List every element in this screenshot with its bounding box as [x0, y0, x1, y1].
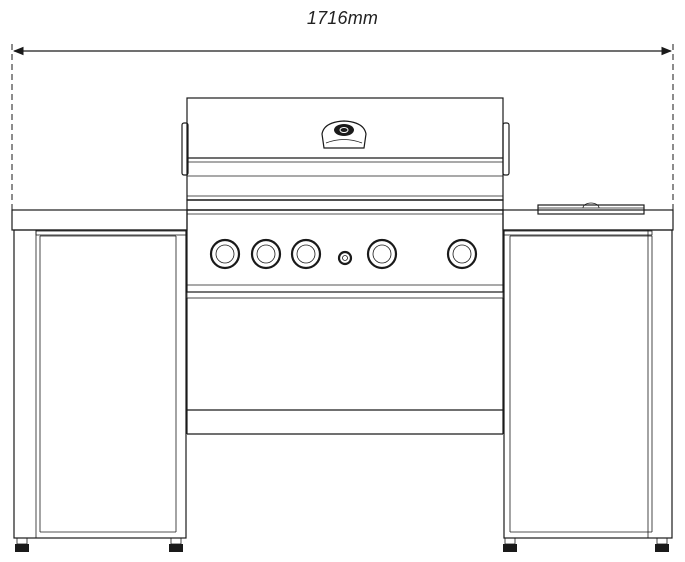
width-dimension-label: 1716mm: [306, 8, 379, 28]
control-knob-5: [446, 238, 478, 270]
countertop: [11, 209, 674, 231]
temperature-gauge: [321, 120, 367, 149]
control-panel: [186, 199, 504, 293]
control-knob-2: [250, 238, 282, 270]
grill-hood: [186, 97, 504, 201]
control-knob-4: [366, 238, 398, 270]
left-cabinet-feet: [15, 537, 183, 552]
left-cabinet: [13, 229, 187, 539]
control-knob-3: [290, 238, 322, 270]
control-knob-1: [209, 238, 241, 270]
right-cabinet: [503, 229, 673, 539]
grill-cart-body: [186, 291, 504, 435]
side-burner-lid: [537, 202, 645, 215]
hood-side-hinges: [181, 122, 510, 176]
width-dimension-line: [11, 44, 674, 210]
ignition-button: [337, 250, 353, 266]
right-cabinet-feet: [503, 537, 669, 552]
